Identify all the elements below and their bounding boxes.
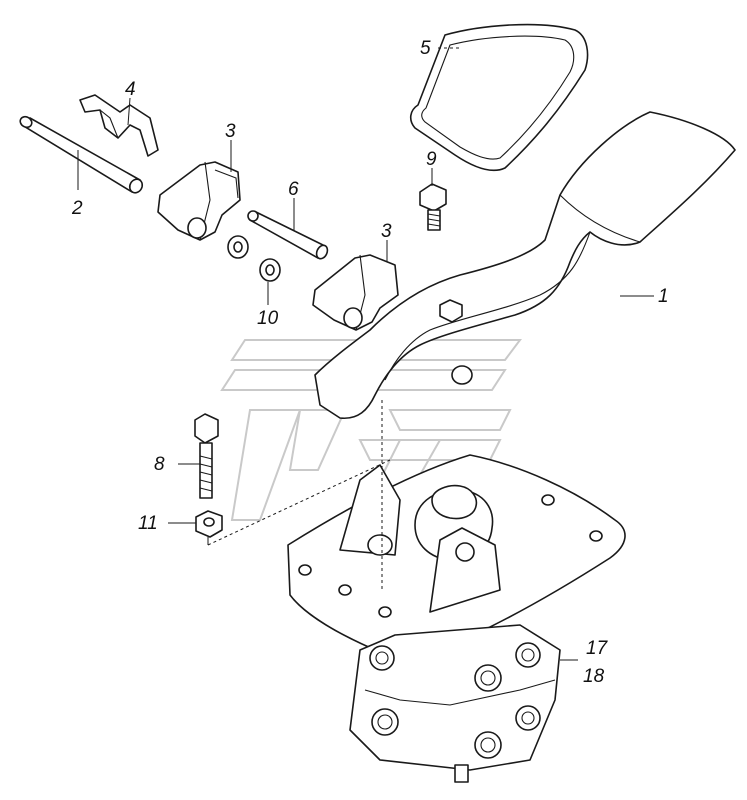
callout-2: 2 xyxy=(71,198,83,219)
part-4-clip xyxy=(79,94,159,157)
part-17-18-brake-valve xyxy=(287,454,626,783)
callout-10: 10 xyxy=(257,308,279,329)
callout-17: 17 xyxy=(586,638,609,659)
callout-18: 18 xyxy=(583,666,605,687)
part-1-pedal-lever xyxy=(314,111,736,420)
part-8-bolt xyxy=(194,413,219,499)
part-9-bolt xyxy=(419,183,447,231)
part-3-clevis-upper xyxy=(157,161,241,241)
callout-3-upper: 3 xyxy=(225,121,236,142)
leader-lines xyxy=(77,47,654,661)
callout-6: 6 xyxy=(288,179,299,200)
part-5-pedal-pad xyxy=(409,23,589,172)
callout-labels: 5 4 2 3 6 3 9 1 10 8 11 17 18 xyxy=(71,38,669,687)
part-6-pin xyxy=(247,210,329,260)
part-3-clevis-lower xyxy=(312,254,399,331)
callout-4: 4 xyxy=(125,79,136,100)
callout-11: 11 xyxy=(138,513,158,534)
part-11-nut xyxy=(195,510,223,538)
callout-1: 1 xyxy=(658,286,669,307)
callout-5: 5 xyxy=(420,38,431,59)
callout-9: 9 xyxy=(426,149,437,170)
callout-8: 8 xyxy=(154,454,165,475)
part-10-washers xyxy=(227,235,281,282)
part-2-pin xyxy=(19,115,144,194)
callout-3-lower: 3 xyxy=(381,221,392,242)
